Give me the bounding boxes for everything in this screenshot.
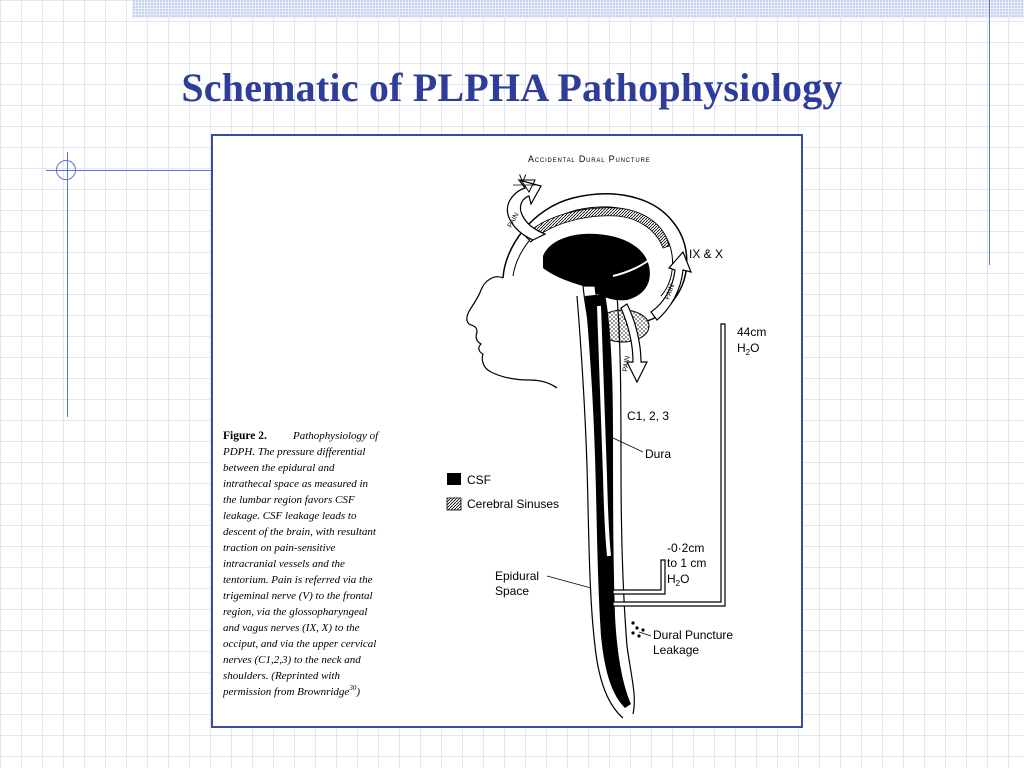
caption-line: the lumbar region favors CSF xyxy=(223,494,355,506)
figure-caption: Figure 2. Pathophysiology of PDPH. The p… xyxy=(222,430,380,698)
pain-arrow-vagus xyxy=(650,250,692,321)
caption-line: traction on pain-sensitive xyxy=(223,542,336,554)
caption-line: intrathecal space as measured in xyxy=(223,478,369,490)
caption-line: occiput, and via the upper cervical xyxy=(223,638,376,650)
face-profile xyxy=(466,276,558,389)
epidural-pointer xyxy=(546,575,592,589)
figure-heading: Accidental Dural Puncture xyxy=(528,154,650,164)
caption-final-text: permission from Brownridge xyxy=(222,686,349,698)
trigeminal-label: V xyxy=(519,173,527,185)
caption-figure-label: Figure 2. xyxy=(223,430,267,442)
epidural-boundary xyxy=(576,295,624,719)
pain-arrow-trigeminal xyxy=(506,178,547,241)
epidural-boundary-posterior xyxy=(616,295,635,715)
spinal-cord xyxy=(597,305,611,557)
caption-line: region, via the glossopharyngeal xyxy=(223,606,367,618)
puncture-label-1: Dural Puncture xyxy=(653,628,733,642)
dura-label: Dura xyxy=(645,447,671,461)
decor-circle-mark xyxy=(56,160,76,180)
legend-swatch-csf xyxy=(447,473,461,485)
decor-horizontal-line xyxy=(46,170,216,171)
caption-line: between the epidural and xyxy=(223,462,335,474)
pressure-high-value: 44cm xyxy=(737,325,766,339)
caption-line: intracranial vessels and the xyxy=(223,558,345,570)
caption-line: nerves (C1,2,3) to the neck and xyxy=(223,654,361,666)
figure-frame: Accidental Dural Puncture PAIN xyxy=(211,134,803,728)
caption-line: Pathophysiology of xyxy=(292,430,380,442)
pressure-low-unit: H2O xyxy=(667,572,689,588)
pressure-high-unit: H2O xyxy=(737,341,759,357)
pressure-low-value-2: to 1 cm xyxy=(667,556,706,570)
caption-line: and vagus nerves (IX, X) to the xyxy=(223,622,360,634)
caption-close-paren: ) xyxy=(355,686,360,698)
caption-line: PDPH. The pressure differential xyxy=(222,446,365,458)
trigeminal-arrowhead xyxy=(520,179,536,193)
epidural-label-1: Epidural xyxy=(495,569,539,583)
brain-csf-mass xyxy=(543,233,650,301)
caption-line: shoulders. (Reprinted with xyxy=(223,670,341,682)
caption-line: descent of the brain, with resultant xyxy=(223,526,377,538)
cervical-label: C1, 2, 3 xyxy=(627,409,669,423)
puncture-label-2: Leakage xyxy=(653,643,699,657)
cerebral-sinus-band xyxy=(524,207,670,249)
legend: CSF Cerebral Sinuses xyxy=(446,473,559,511)
pain-label-neck: PAIN xyxy=(622,356,632,373)
dura-pointer xyxy=(612,437,644,453)
dural-sac xyxy=(585,294,631,708)
decor-vertical-line-left xyxy=(67,152,68,417)
header-decor-band xyxy=(132,0,1024,18)
pain-label-back: PAIN xyxy=(664,283,676,300)
caption-line: trigeminal nerve (V) to the frontal xyxy=(223,590,373,602)
legend-swatch-sinus xyxy=(446,497,462,511)
decor-vertical-line-right xyxy=(989,0,990,265)
caption-superscript: 30 xyxy=(348,684,357,692)
pain-arrow-cervical xyxy=(620,303,648,384)
legend-label-sinus: Cerebral Sinuses xyxy=(467,497,559,511)
caption-line-final: permission from Brownridge30) xyxy=(222,684,360,698)
legend-label-csf: CSF xyxy=(467,473,491,487)
epidural-label-2: Space xyxy=(495,584,529,598)
pathophysiology-diagram: Accidental Dural Puncture PAIN xyxy=(222,154,766,719)
puncture-pointer xyxy=(638,631,652,637)
slide-title: Schematic of PLPHA Pathophysiology xyxy=(181,65,843,110)
manometer-tube xyxy=(612,323,726,607)
pressure-low-value-1: -0·2cm xyxy=(667,541,704,555)
caption-line: tentorium. Pain is referred via the xyxy=(223,574,373,586)
tentorium-line xyxy=(612,259,650,277)
vagus-label: IX & X xyxy=(689,247,723,261)
caption-line: leakage. CSF leakage leads to xyxy=(223,510,357,522)
manometer-tube-low xyxy=(612,559,666,595)
csf-leakage-dots xyxy=(631,621,645,638)
